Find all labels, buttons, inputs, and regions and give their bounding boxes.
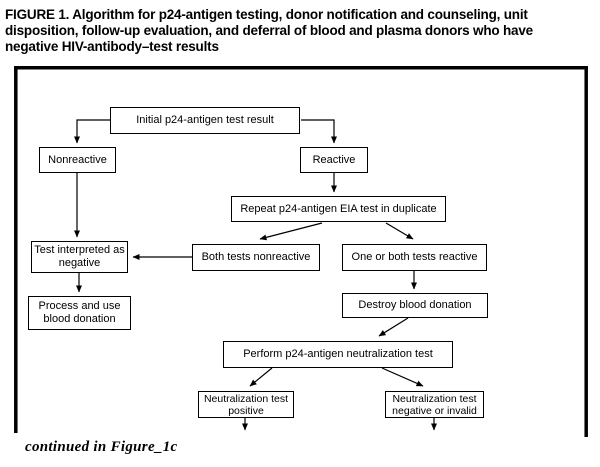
node-neutralization-positive: Neutralization test positive bbox=[198, 391, 294, 418]
figure-title-line: negative HIV-antibody–test results bbox=[5, 39, 219, 54]
node-one-or-both-reactive: One or both tests reactive bbox=[342, 244, 487, 271]
node-test-interpreted-negative: Test interpreted as negative bbox=[31, 241, 128, 273]
arrow-initial-to-reactive bbox=[301, 119, 337, 144]
node-both-tests-nonreactive: Both tests nonreactive bbox=[192, 244, 320, 271]
flowchart-connector-lines bbox=[74, 119, 437, 431]
continued-note: continued in Figure_1c bbox=[25, 439, 178, 455]
arrow-perform-to-positive bbox=[249, 367, 273, 387]
node-nonreactive: Nonreactive bbox=[39, 147, 116, 173]
node-destroy-donation: Destroy blood donation bbox=[342, 293, 488, 318]
node-neutralization-negative-invalid: Neutralization test negative or invalid bbox=[385, 391, 484, 418]
arrow-repeat-to-one-or-both bbox=[385, 222, 414, 240]
node-reactive: Reactive bbox=[300, 147, 368, 173]
arrow-repeat-to-both-nonreactive bbox=[259, 222, 323, 241]
node-repeat-eia-duplicate: Repeat p24-antigen EIA test in duplicate bbox=[231, 196, 446, 222]
figure-title: FIGURE 1. Algorithm for p24-antigen test… bbox=[5, 7, 597, 55]
figure-title-line: FIGURE 1. Algorithm for p24-antigen test… bbox=[5, 7, 528, 22]
node-perform-neutralization: Perform p24-antigen neutralization test bbox=[223, 341, 453, 368]
arrow-destroy-to-perform bbox=[378, 317, 409, 337]
figure-title-line: disposition, follow-up evaluation, and d… bbox=[5, 23, 533, 38]
node-initial-test-result: Initial p24-antigen test result bbox=[110, 107, 300, 134]
arrow-perform-to-negative bbox=[381, 367, 424, 387]
arrow-initial-to-nonreactive bbox=[74, 119, 110, 144]
node-process-use-donation: Process and use blood donation bbox=[28, 296, 131, 330]
figure-border bbox=[14, 66, 588, 437]
